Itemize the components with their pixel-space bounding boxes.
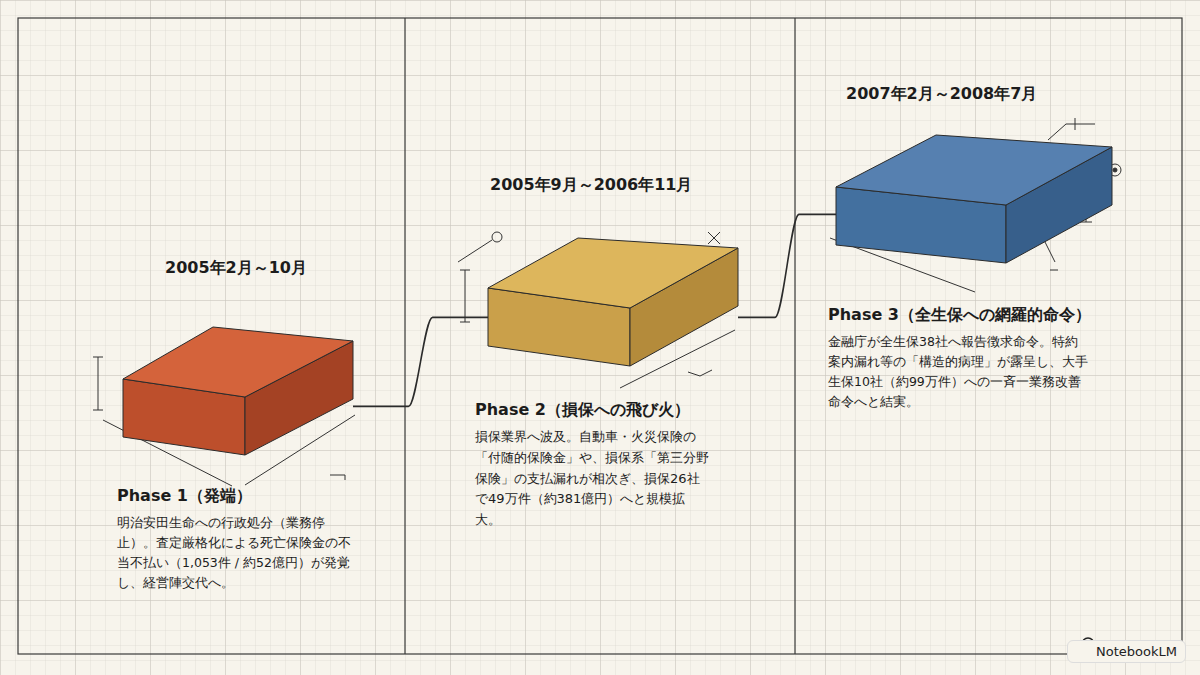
watermark: NotebookLM <box>1067 640 1186 663</box>
block-top <box>123 327 353 397</box>
frame <box>18 18 1182 654</box>
phase-title: Phase 1（発端） <box>117 486 395 507</box>
block-bounds <box>123 327 353 455</box>
divider <box>794 18 795 654</box>
timeline-connector <box>353 317 488 406</box>
timeline-connector <box>738 214 836 317</box>
date-heading: 2007年2月～2008年7月 <box>846 84 1166 105</box>
phase-title: Phase 3（全生保への網羅的命令） <box>828 305 1166 326</box>
phase-block: 2005年9月～2006年11月 Phase 2（損保への飛び火） 損保業界へ波及。… <box>470 175 770 531</box>
iso-block <box>826 105 1126 303</box>
block-top <box>836 135 1112 205</box>
phase-title: Phase 2（損保への飛び火） <box>475 400 770 421</box>
phase-block: 2007年2月～2008年7月 Phase 3（全生保への網羅的命令） 金融庁が全生… <box>826 84 1166 412</box>
phase-description: 明治安田生命への行政処分（業務停止）。査定厳格化による死亡保険金の不当不払い（1… <box>117 513 362 593</box>
iso-block <box>95 279 395 484</box>
divider <box>404 18 405 654</box>
date-heading: 2005年9月～2006年11月 <box>490 175 770 196</box>
date-heading: 2005年2月～10月 <box>165 258 395 279</box>
block-bounds <box>488 238 738 366</box>
block-bounds <box>836 135 1112 263</box>
phase-description: 損保業界へ波及。自動車・火災保険の「付随的保険金」や、損保系「第三分野保険」の支… <box>475 427 710 531</box>
iso-block <box>470 196 770 398</box>
block-top <box>488 238 738 308</box>
phase-block: 2005年2月～10月 Phase 1（発端） 明治安田生命への行政処分（業務停止）… <box>95 258 395 593</box>
phase-description: 金融庁が全生保38社へ報告徴求命令。特約案内漏れ等の「構造的病理」が露呈し、大手… <box>828 332 1088 412</box>
